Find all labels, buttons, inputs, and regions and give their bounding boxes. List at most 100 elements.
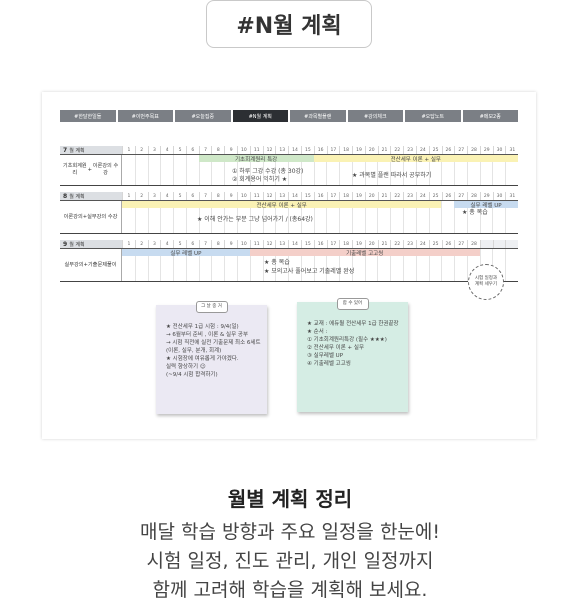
note-line: ★ 교재 : 에듀윌 전산세무 1급 한권끝장 <box>307 321 399 327</box>
grid-line <box>351 249 353 281</box>
month-word: 월 계획 <box>69 241 85 248</box>
grid-line <box>505 249 507 281</box>
day-cell: 18 <box>339 240 352 248</box>
schedule-note: ② 회계용어 익히기 ★ <box>232 176 288 183</box>
day-cell: 19 <box>352 240 365 248</box>
grid-line <box>339 249 341 281</box>
note-line: ② 전산세무 이론 + 실무 <box>307 345 365 351</box>
day-cell: 14 <box>288 240 301 248</box>
day-cell: 7 <box>198 192 212 200</box>
day-cell: 30 <box>492 146 506 154</box>
day-cell: 8 <box>211 240 224 248</box>
day-cell: 15 <box>300 192 314 200</box>
month-word: 월 계획 <box>69 147 85 154</box>
grid-line <box>198 155 200 185</box>
goal-line: 이론강의 <box>63 213 83 220</box>
grid-line <box>275 249 277 281</box>
day-cell: 9 <box>224 192 237 200</box>
day-cell: 9 <box>224 146 237 154</box>
day-cell: 11 <box>249 240 263 248</box>
note-line: 실력 향상하기 ☺ <box>166 364 206 370</box>
day-cell: 1 <box>122 192 135 200</box>
grid-line <box>300 201 302 233</box>
grid-line <box>454 201 456 233</box>
grid-line <box>288 201 290 233</box>
schedule-bar: 실무 레벨 UP <box>454 201 518 209</box>
day-cell: 3 <box>147 146 161 154</box>
grid-line <box>313 155 315 185</box>
grid-line <box>441 249 443 281</box>
day-cell: 17 <box>326 146 340 154</box>
day-cell: 7 <box>198 146 212 154</box>
day-cell: 31 <box>505 146 518 154</box>
month-goal: 이론강의+실무강의 수강 <box>60 201 122 233</box>
grid-line <box>326 249 328 281</box>
day-cell: 15 <box>300 240 314 248</box>
schedule-note: ★ 모의고사 풀어보고 기출레벨 완성 <box>264 268 355 275</box>
grid-line <box>492 201 494 233</box>
grid-line <box>390 155 392 185</box>
note-line: ★ 순서 : <box>307 329 328 335</box>
page-title-badge: #N월 계획 <box>206 0 372 48</box>
schedule-note: ★ 총 복습 <box>264 259 290 266</box>
day-cell: 26 <box>441 240 455 248</box>
grid-line <box>415 201 417 233</box>
day-cell: 28 <box>467 192 480 200</box>
grid-line <box>313 249 315 281</box>
grid-line <box>505 155 507 185</box>
grid-line <box>211 249 213 281</box>
day-cell: 14 <box>288 192 301 200</box>
note-line: (~9/4 시험 합격하기) <box>166 372 218 378</box>
day-cell: 13 <box>275 192 288 200</box>
note-line: ③ 실무레벨 UP <box>307 353 344 359</box>
schedule-bar: 기초회계원리 특강 <box>198 155 314 163</box>
goal-line: 실무강의 <box>64 261 84 268</box>
day-cell: 5 <box>173 146 186 154</box>
day-cell: 3 <box>147 192 161 200</box>
grid-line <box>479 201 481 233</box>
grid-line <box>351 201 353 233</box>
grid-line <box>288 249 290 281</box>
note-line: ★ 전산세무 1급 시험 : 9/4(일) <box>166 324 239 330</box>
grid-line <box>275 155 277 185</box>
day-cell: 4 <box>160 240 173 248</box>
day-cell: 25 <box>428 146 442 154</box>
grid-line <box>173 155 175 185</box>
day-cell: 6 <box>185 146 199 154</box>
grid-line <box>134 155 136 185</box>
day-cell: 2 <box>134 192 148 200</box>
grid-line <box>415 249 417 281</box>
day-cell: 14 <box>288 146 301 154</box>
grid-line <box>454 249 456 281</box>
day-cell: 22 <box>390 192 403 200</box>
grid-line <box>364 249 366 281</box>
grid-line <box>236 249 238 281</box>
month-number: 8 <box>63 192 68 200</box>
tab-7: #오답노트 <box>405 110 461 122</box>
grid-line <box>224 201 226 233</box>
day-cell: 23 <box>403 240 416 248</box>
note-line: ★ 시험장에 여유롭게 가야겠다. <box>166 356 239 362</box>
grid-line <box>364 201 366 233</box>
grid-line <box>236 201 238 233</box>
day-cell: 2 <box>134 240 148 248</box>
grid-line <box>147 249 149 281</box>
tab-8: #메모2종 <box>462 110 518 122</box>
grid-line <box>428 155 430 185</box>
grid-line <box>173 201 175 233</box>
grid-line <box>339 155 341 185</box>
day-cell: 24 <box>415 146 429 154</box>
footer-line: 함께 고려해 학습을 계획해 보세요. <box>152 579 428 601</box>
day-cell: 30 <box>492 192 506 200</box>
grid-line <box>224 155 226 185</box>
day-cell: 17 <box>326 192 340 200</box>
grid-line <box>262 249 264 281</box>
